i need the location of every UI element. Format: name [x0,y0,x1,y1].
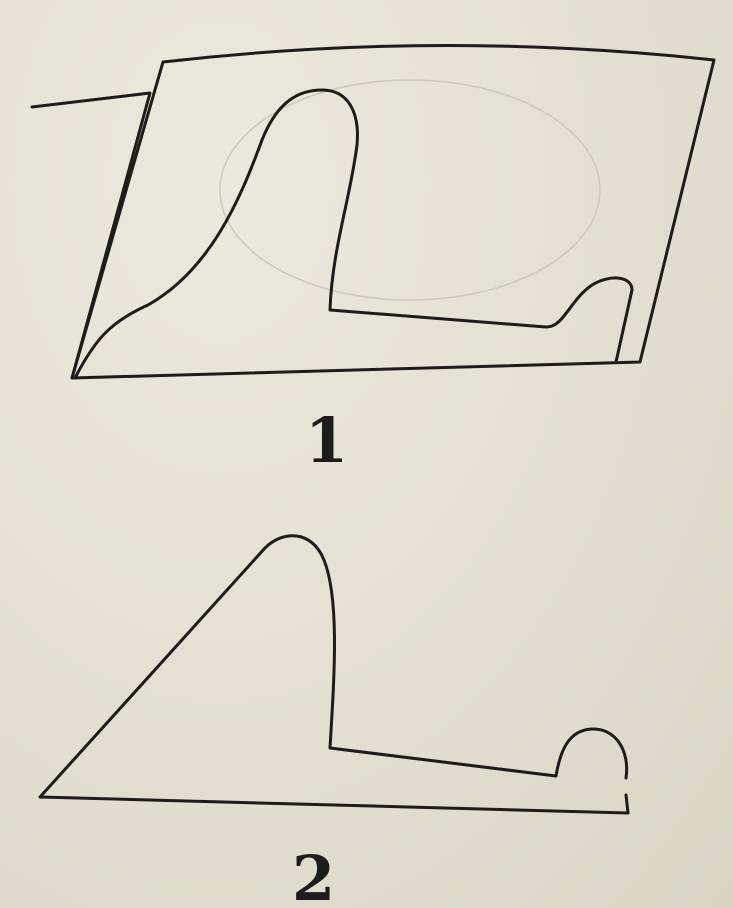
figure-2-stand-shape [40,536,628,813]
figure-1-stand-cutout [76,90,632,376]
figure-2 [40,536,628,813]
figure-1-front-sheet [72,45,714,378]
figure-1-back-sheet [32,93,150,378]
figure-2-label: 2 [292,848,335,908]
figure-1 [32,45,714,378]
figure-1-label: 1 [305,410,348,472]
